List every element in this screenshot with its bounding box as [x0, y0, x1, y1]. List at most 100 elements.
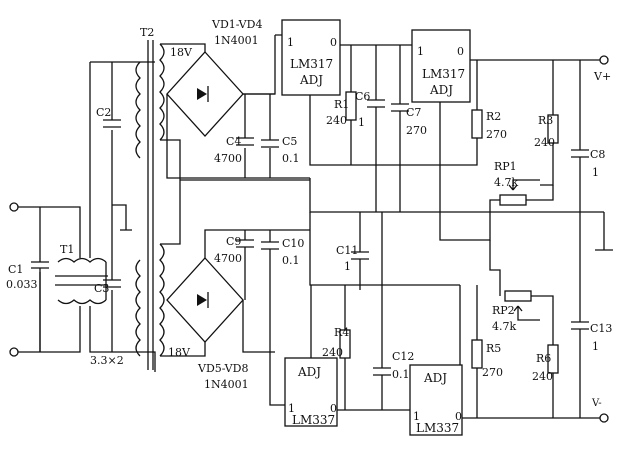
r6-value: 240 [532, 370, 553, 383]
r1-value: 240 [326, 114, 347, 127]
c6-ref: C6 [355, 90, 370, 103]
resistor-r3: R3 240 [534, 114, 559, 149]
c5-value: 0.1 [282, 152, 300, 165]
c7-value: 270 [406, 124, 427, 137]
c3-ref: C3 [94, 282, 109, 295]
u2-pin-in: 1 [417, 45, 424, 58]
t2-ref: T2 [140, 26, 154, 39]
capacitor-c13: C13 1 [571, 321, 612, 353]
c12-value: 0.1 [392, 368, 410, 381]
transformer-t2: T2 18V 18V [135, 26, 206, 370]
capacitor-c3: C3 [94, 279, 121, 295]
ground-bus [180, 178, 613, 251]
u2-part: LM317 [422, 67, 465, 81]
u3-part: LM337 [292, 413, 335, 427]
t1-ref: T1 [60, 243, 74, 256]
resistor-r2: R2 270 [471, 109, 507, 141]
u1-adj: ADJ [299, 73, 323, 87]
resistor-r6: R6 240 [532, 344, 559, 383]
capacitor-c2: C2 [96, 106, 121, 128]
lower-filter-caps: C9 4700 C10 0.1 [214, 230, 304, 406]
r3-ref: R3 [538, 114, 553, 127]
c4-ref: C4 [226, 135, 241, 148]
negative-output-label: V- [591, 398, 602, 409]
r5-value: 270 [482, 366, 503, 379]
c11-value: 1 [344, 260, 351, 273]
r2-ref: R2 [486, 110, 501, 123]
u1-pin-in: 1 [287, 36, 294, 49]
lower-winding-voltage: 18V [168, 346, 191, 359]
r6-ref: R6 [536, 352, 551, 365]
capacitor-c9: C9 4700 [214, 235, 254, 265]
t1-winding-note: 3.3×2 [90, 354, 124, 367]
u3-pin-out: 0 [330, 402, 337, 415]
rp1-value: 4.7k [494, 176, 518, 189]
u4-pin-in: 1 [413, 410, 420, 423]
bridge-rectifier-upper: VD1-VD4 1N4001 [166, 18, 310, 179]
ac-input-section: C1 0.033 T1 C2 C3 3.3×2 [6, 61, 156, 372]
c4-value: 4700 [214, 152, 242, 165]
u4-output-network: R5 270 RP2 4.7k R6 240 C13 1 V- [471, 212, 612, 423]
ac-input-terminal-top[interactable] [9, 202, 19, 212]
regulator-u3: ADJ 1 0 LM337 [284, 285, 410, 427]
c10-value: 0.1 [282, 254, 300, 267]
c6-value: 1 [358, 116, 365, 129]
r4-value: 240 [322, 346, 343, 359]
c12-ref: C12 [392, 350, 414, 363]
u3-adj: ADJ [297, 365, 321, 379]
c13-value: 1 [592, 340, 599, 353]
capacitor-c7: C7 270 [391, 103, 427, 137]
u1-pin-out: 0 [330, 36, 337, 49]
capacitor-c1: C1 0.033 [6, 261, 49, 291]
c13-ref: C13 [590, 322, 612, 335]
c5-ref: C5 [282, 135, 297, 148]
u3-output-network: R4 240 C12 0.1 [322, 212, 414, 410]
resistor-r4: R4 240 [322, 326, 351, 359]
c8-value: 1 [592, 166, 599, 179]
c11-ref: C11 [336, 244, 358, 257]
positive-output-terminal[interactable] [599, 55, 609, 65]
potentiometer-rp1[interactable]: RP1 4.7k [494, 160, 554, 206]
capacitor-c10: C10 0.1 [261, 237, 304, 267]
u1-part: LM317 [290, 57, 333, 71]
bridge-lower-diodes: VD5-VD8 [197, 362, 248, 375]
upper-winding-voltage: 18V [170, 46, 193, 59]
r4-ref: R4 [334, 326, 349, 339]
resistor-r5: R5 270 [471, 339, 503, 379]
u2-adj: ADJ [429, 83, 453, 97]
u4-part: LM337 [416, 421, 459, 435]
r1-ref: R1 [334, 98, 349, 111]
u2-pin-out: 0 [457, 45, 464, 58]
potentiometer-rp2[interactable]: RP2 4.7k [492, 290, 554, 340]
rp2-ref: RP2 [492, 304, 515, 317]
bridge-upper-part: 1N4001 [214, 34, 259, 47]
c1-value: 0.033 [6, 278, 38, 291]
upper-filter-caps: C4 4700 C5 0.1 [214, 35, 300, 178]
capacitor-c11: C11 1 [336, 244, 369, 273]
capacitor-c6: C6 1 [355, 90, 385, 129]
u4-pin-out: 0 [455, 410, 462, 423]
c7-ref: C7 [406, 106, 421, 119]
r5-ref: R5 [486, 342, 501, 355]
rp1-ref: RP1 [494, 160, 517, 173]
capacitor-c12: C12 0.1 [373, 350, 414, 381]
negative-output-terminal[interactable] [599, 413, 609, 423]
c9-value: 4700 [214, 252, 242, 265]
u3-pin-in: 1 [288, 402, 295, 415]
capacitor-c5: C5 0.1 [261, 135, 300, 165]
positive-output-label: V+ [593, 70, 611, 83]
rp2-value: 4.7k [492, 320, 516, 333]
regulator-u2: 1 0 LM317 ADJ [411, 29, 600, 241]
c1-ref: C1 [8, 263, 23, 276]
capacitor-c8: C8 1 [571, 148, 605, 179]
u1-output-network: R1 240 C6 1 C7 270 [326, 45, 427, 212]
resistor-r1: R1 240 [326, 91, 357, 127]
u4-adj: ADJ [423, 371, 447, 385]
bridge-rectifier-lower: VD5-VD8 1N4001 [166, 229, 310, 391]
u2-output-network: R2 270 R3 240 RP1 4.7k C8 1 V+ [430, 55, 611, 212]
ac-input-terminal-bottom[interactable] [9, 347, 19, 357]
regulator-u4: ADJ 1 0 LM337 [409, 285, 600, 436]
c10-ref: C10 [282, 237, 304, 250]
filter-choke-t1: T1 [40, 206, 108, 353]
